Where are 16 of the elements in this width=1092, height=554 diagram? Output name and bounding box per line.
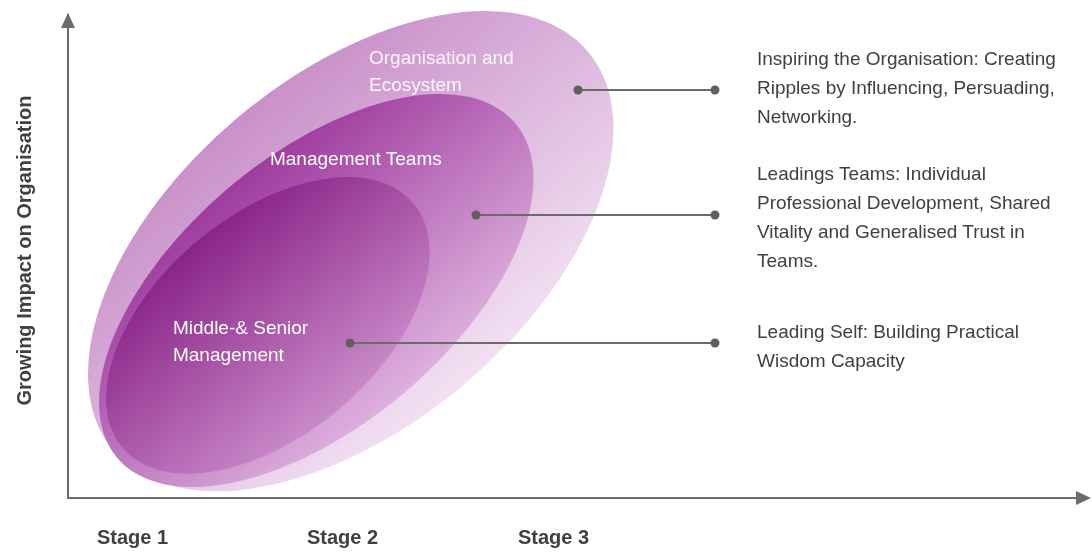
leader-line [345, 338, 720, 348]
leader-line [573, 85, 720, 95]
description-text: Inspiring the Organisation: Creating Ripples by Influencing, Persuading, Networking. [757, 47, 1057, 129]
description-text: Leading Self: Building Practical Wisdom Capacity [757, 320, 1020, 373]
ellipse-region [106, 176, 430, 474]
region-label: Middle-& Senior Management [172, 315, 310, 367]
ellipse-region [88, 10, 614, 492]
ellipse-region [98, 94, 534, 488]
region-label: Organisation and Ecosystem [369, 46, 515, 97]
region-label: Management Teams [269, 147, 443, 171]
stage-label: Stage 2 [307, 526, 379, 549]
leader-line [471, 210, 720, 220]
stage-label: Stage 1 [97, 526, 169, 549]
stage-label: Stage 3 [518, 526, 590, 549]
description-text: Leadings Teams: Individual Professional Development, Shared Vitality and Generalised Trust in Teams. [757, 162, 1052, 273]
axis-title: Growing Impact on Organisation [12, 95, 35, 405]
